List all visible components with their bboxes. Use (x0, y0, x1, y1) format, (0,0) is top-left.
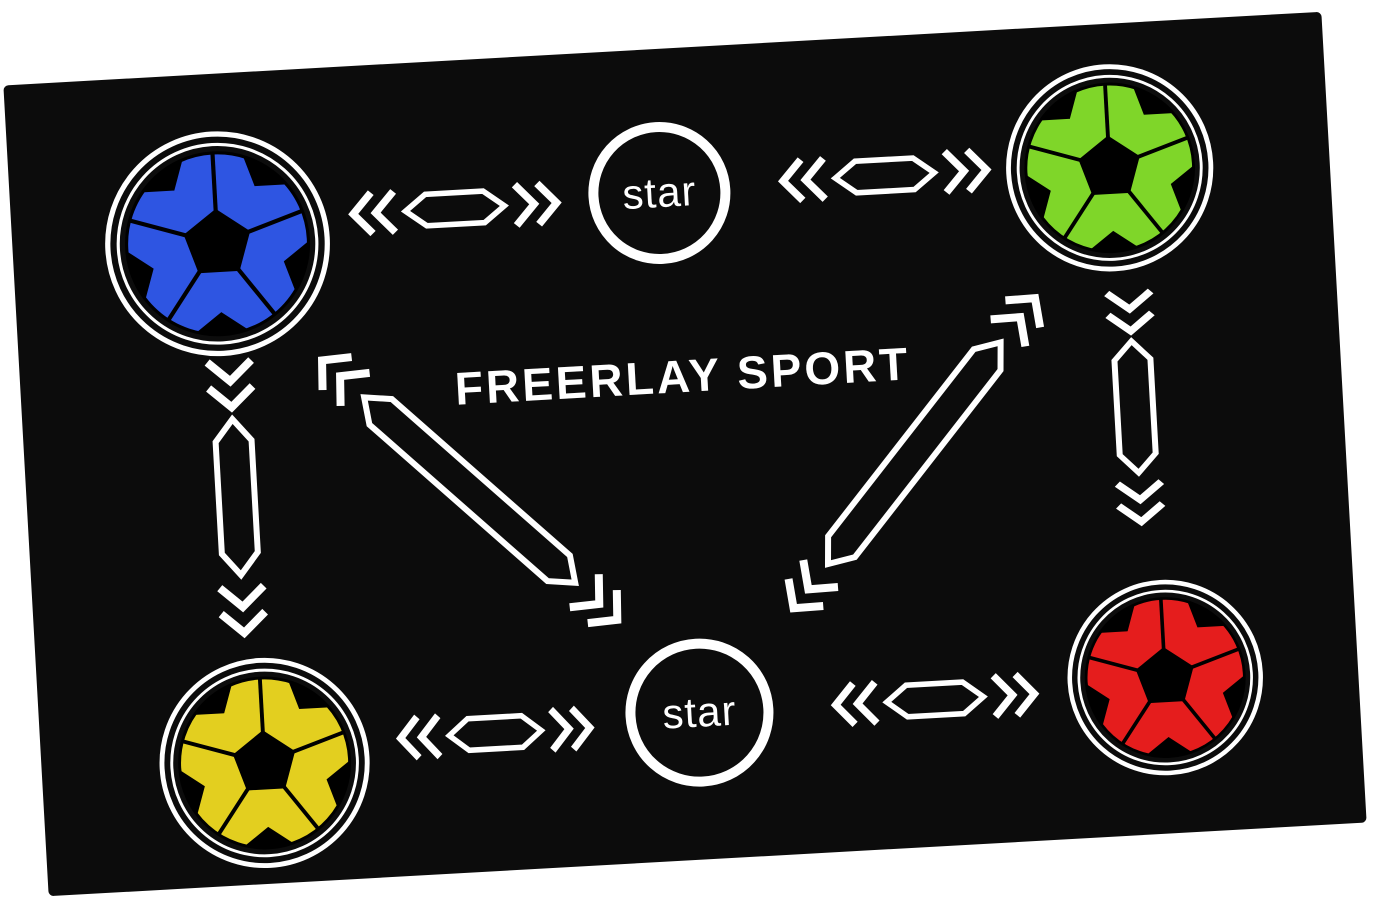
arrow-icon (395, 705, 595, 761)
soccer-ball-icon (105, 131, 330, 357)
star-marker-bottom: star (621, 634, 778, 791)
arrow-icon (204, 357, 268, 639)
chevron-dash-arrow-horizontal (829, 668, 1042, 732)
yellow-soccer-ball (151, 650, 378, 877)
arrow-icon (317, 353, 622, 628)
arrow-icon (348, 180, 562, 237)
arrow-icon (1104, 288, 1166, 527)
chevron-dash-arrow-diagonal (768, 276, 1061, 630)
soccer-ball-icon (1006, 64, 1214, 272)
arrow-icon (784, 293, 1045, 613)
chevron-dash-arrow-diagonal (299, 335, 640, 644)
chevron-dash-arrow-horizontal (346, 176, 564, 240)
arrow-icon (777, 147, 992, 204)
soccer-ball-icon (159, 657, 370, 869)
star-label-bottom: star (661, 686, 738, 738)
chevron-dash-arrow-vertical (1101, 284, 1169, 532)
brand-text: FREERLAY SPORT (453, 337, 912, 415)
chevron-dash-arrow-vertical (202, 352, 272, 645)
blue-soccer-ball (96, 123, 338, 365)
chevron-dash-arrow-horizontal (776, 143, 994, 207)
green-soccer-ball (998, 56, 1222, 280)
star-marker-top: star (584, 118, 735, 268)
red-soccer-ball (1060, 572, 1271, 783)
arrow-icon (830, 671, 1040, 728)
training-mat: FREERLAY SPORT star star (3, 11, 1367, 897)
star-label-top: star (621, 166, 698, 219)
chevron-dash-arrow-horizontal (394, 701, 597, 764)
soccer-ball-icon (1067, 579, 1263, 776)
